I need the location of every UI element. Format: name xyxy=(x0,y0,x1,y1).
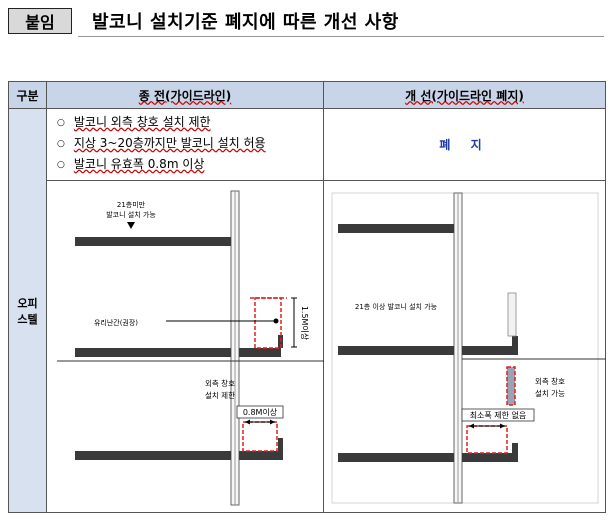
floor-slab xyxy=(75,348,231,357)
row-label: 오피 스텔 xyxy=(8,108,47,513)
after-diagram: 21층 이상 발코니 설치 가능 외측 창호 설치 가능 최소폭 제한 없음 xyxy=(331,192,606,504)
floor-slab xyxy=(338,346,454,355)
label-21-line1: 21층미만 xyxy=(117,200,146,209)
leader-dot xyxy=(273,318,279,324)
condition-item: 지상 3~20층까지만 발코니 설치 허용 xyxy=(57,134,323,155)
before-diagram-cell: 21층미만 발코니 설치 가능 유리난간(권장) 1.5M이상 외측 창호 설치… xyxy=(46,180,324,513)
row-label-line2: 스텔 xyxy=(17,312,38,326)
window-box xyxy=(506,366,516,406)
diagram-frame xyxy=(331,192,599,504)
balcony-slab xyxy=(462,346,518,355)
label-21: 21층 이상 발코니 설치 가능 xyxy=(355,302,438,311)
width-label: 0.8M이상 xyxy=(243,407,278,417)
condition-item: 발코니 외측 창호 설치 제한 xyxy=(57,113,323,134)
width-label-box xyxy=(461,408,535,422)
arrow-right-icon xyxy=(270,419,275,425)
after-conditions-cell: 폐 지 xyxy=(323,108,606,181)
header-category: 구분 xyxy=(8,81,47,109)
balcony-parapet xyxy=(512,443,518,462)
comparison-table: 구분 종 전(가이드라인) 개 선(가이드라인 폐지) 오피 스텔 발코니 외측… xyxy=(8,81,606,513)
abolish-text: 폐 지 xyxy=(439,138,490,152)
width-label: 최소폭 제한 없음 xyxy=(470,410,527,420)
width-box xyxy=(242,421,278,452)
railing-label: 유리난간(권장) xyxy=(94,318,138,327)
after-diagram-cell: 21층 이상 발코니 설치 가능 외측 창호 설치 가능 최소폭 제한 없음 xyxy=(323,180,606,513)
page-title: 발코니 설치기준 폐지에 따른 개선 사항 xyxy=(92,12,399,33)
window-label-line2: 설치 제한 xyxy=(205,391,235,400)
arrow-left-icon xyxy=(245,419,250,425)
balcony-slab xyxy=(239,451,283,460)
arrow-left-icon xyxy=(469,423,474,429)
before-diagram: 21층미만 발코니 설치 가능 유리난간(권장) 1.5M이상 외측 창호 설치… xyxy=(57,190,324,506)
condition-item: 발코니 유효폭 0.8m 이상 xyxy=(57,155,323,176)
height-label: 1.5M이상 xyxy=(300,306,310,341)
floor-slab xyxy=(75,237,231,246)
balcony-parapet xyxy=(278,438,283,451)
balcony-slab xyxy=(239,348,281,357)
window-label-line2: 설치 가능 xyxy=(535,389,565,398)
floor-slab xyxy=(75,451,231,460)
width-label-box xyxy=(236,405,284,419)
header-after: 개 선(가이드라인 폐지) xyxy=(323,81,606,109)
before-conditions-cell: 발코니 외측 창호 설치 제한 지상 3~20층까지만 발코니 설치 허용 발코… xyxy=(46,108,324,181)
balcony-parapet xyxy=(512,336,518,355)
floor-slab xyxy=(338,224,454,233)
balcony-slab xyxy=(462,453,518,462)
down-arrow-icon xyxy=(127,222,135,229)
label-21-line2: 발코니 설치 가능 xyxy=(106,210,156,219)
arrow-right-icon xyxy=(500,423,505,429)
width-box xyxy=(466,425,508,454)
header-after-text: 개 선(가이드라인 폐지) xyxy=(405,88,524,103)
floor-slab xyxy=(338,453,454,462)
row-label-line1: 오피 xyxy=(17,296,38,310)
attachment-tag: 붙임 xyxy=(8,8,72,34)
header-before-text: 종 전(가이드라인) xyxy=(138,88,232,103)
window-label-line1: 외측 창호 xyxy=(205,378,235,388)
title-underline xyxy=(78,36,604,37)
window-label-line1: 외측 창호 xyxy=(535,376,565,386)
header-before: 종 전(가이드라인) xyxy=(46,81,324,109)
upper-window xyxy=(507,292,517,337)
before-conditions-list: 발코니 외측 창호 설치 제한 지상 3~20층까지만 발코니 설치 허용 발코… xyxy=(47,109,323,180)
